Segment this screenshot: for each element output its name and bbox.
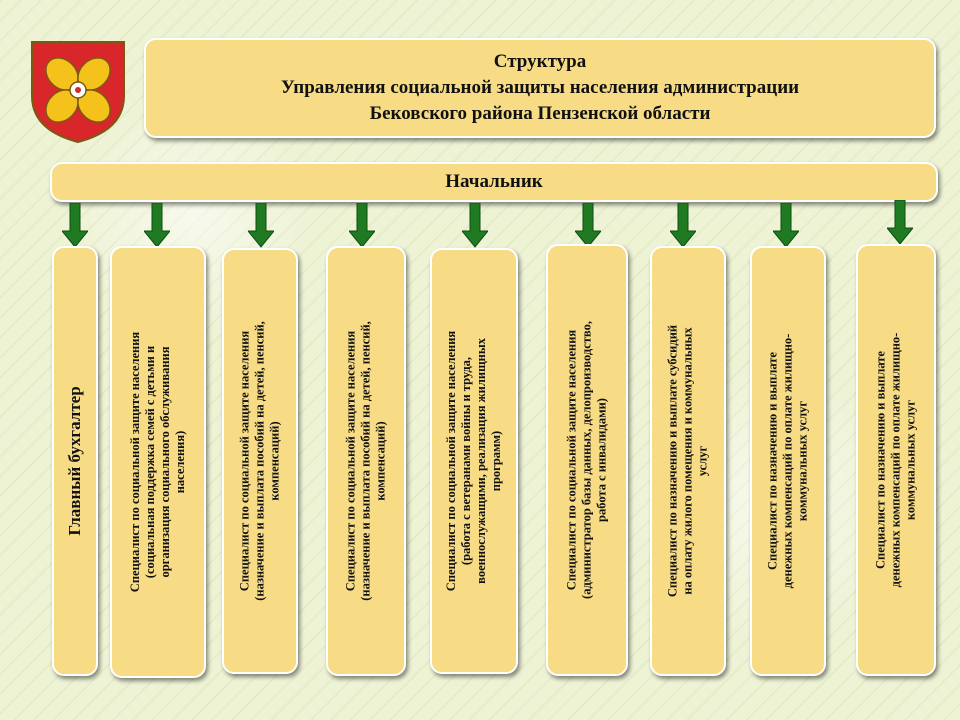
staff-unit-text-line: (социальная поддержка семей с детьми и [143,345,157,579]
staff-unit-text-line: организация социального обслуживания [158,346,172,578]
staff-unit-text-line: Главный бухгалтер [65,386,84,536]
staff-unit-text-line: Специалист по социальной защите населени… [444,330,458,592]
staff-unit-text-line: на оплату жилого помещения и коммунальны… [680,327,695,595]
staff-unit-text-line: денежных компенсаций по оплате жилищно- [888,332,903,588]
down-arrow-icon [773,203,799,248]
staff-unit-box: Специалист по социальной защите населени… [110,246,206,678]
staff-unit-text-line: (работа с ветеранами войны и труда, [459,356,473,566]
down-arrow-icon [144,203,170,248]
staff-unit-text-line: Специалист по назначению и выплате [873,351,888,569]
staff-unit-text-line: компенсаций) [373,421,388,501]
staff-unit-box: Специалист по социальной защите населени… [430,248,518,674]
staff-unit-text-line: Специалист по социальной защите населени… [237,330,252,592]
down-arrow-icon [462,203,488,248]
staff-unit-box: Главный бухгалтер [52,246,98,676]
staff-unit-text-line: Специалист по социальной защите населени… [343,330,358,592]
staff-unit-text-line: работа с инвалидами) [594,398,609,522]
staff-unit-text-line: коммунальных услуг [903,399,918,521]
staff-unit-text-line: услуг [695,445,710,477]
staff-unit-text-line: коммунальных услуг [795,400,810,522]
down-arrow-icon [349,203,375,248]
staff-unit-text-line: (назначение и выплата пособий на детей, … [358,321,373,601]
staff-unit-text-line: денежных компенсаций по оплате жилищно- [780,333,795,589]
staff-unit-text-line: Специалист по назначению и выплате [765,352,780,570]
down-arrow-icon [248,203,274,248]
title-line-1: Структура [493,51,587,72]
chief-box: Начальник [50,162,938,202]
staff-unit-text-line: программ) [489,430,503,492]
staff-unit-text-line: Специалист по социальной защите населени… [564,329,579,591]
title-line-2: Управления социальной защиты населения а… [280,77,800,98]
down-arrow-icon [575,203,601,248]
diagram-title: Структура Управления социальной защиты н… [144,38,936,138]
staff-unit-box: Специалист по назначению и выплате субси… [650,246,726,676]
staff-unit-text-line: (назначение и выплата пособий на детей, … [252,321,267,601]
staff-unit-box: Специалист по социальной защите населени… [546,244,628,676]
down-arrow-icon [670,203,696,248]
staff-unit-text-line: населения) [173,430,187,494]
chief-label: Начальник [445,171,543,192]
down-arrow-icon [62,203,88,248]
staff-unit-text-line: Специалист по назначению и выплате субси… [665,324,680,598]
coat-of-arms-emblem [31,41,125,144]
staff-unit-text-line: (администратор базы данных, делопроизвод… [579,321,594,599]
staff-unit-box: Специалист по социальной защите населени… [326,246,406,676]
down-arrow-icon [887,200,913,245]
staff-unit-box: Специалист по социальной защите населени… [222,248,298,674]
title-line-3: Бековского района Пензенской области [369,103,711,124]
staff-unit-text-line: военнослужащими, реализация жилищных [474,338,488,584]
staff-unit-text-line: Специалист по социальной защите населени… [128,331,142,593]
staff-unit-text-line: компенсаций) [267,421,282,501]
